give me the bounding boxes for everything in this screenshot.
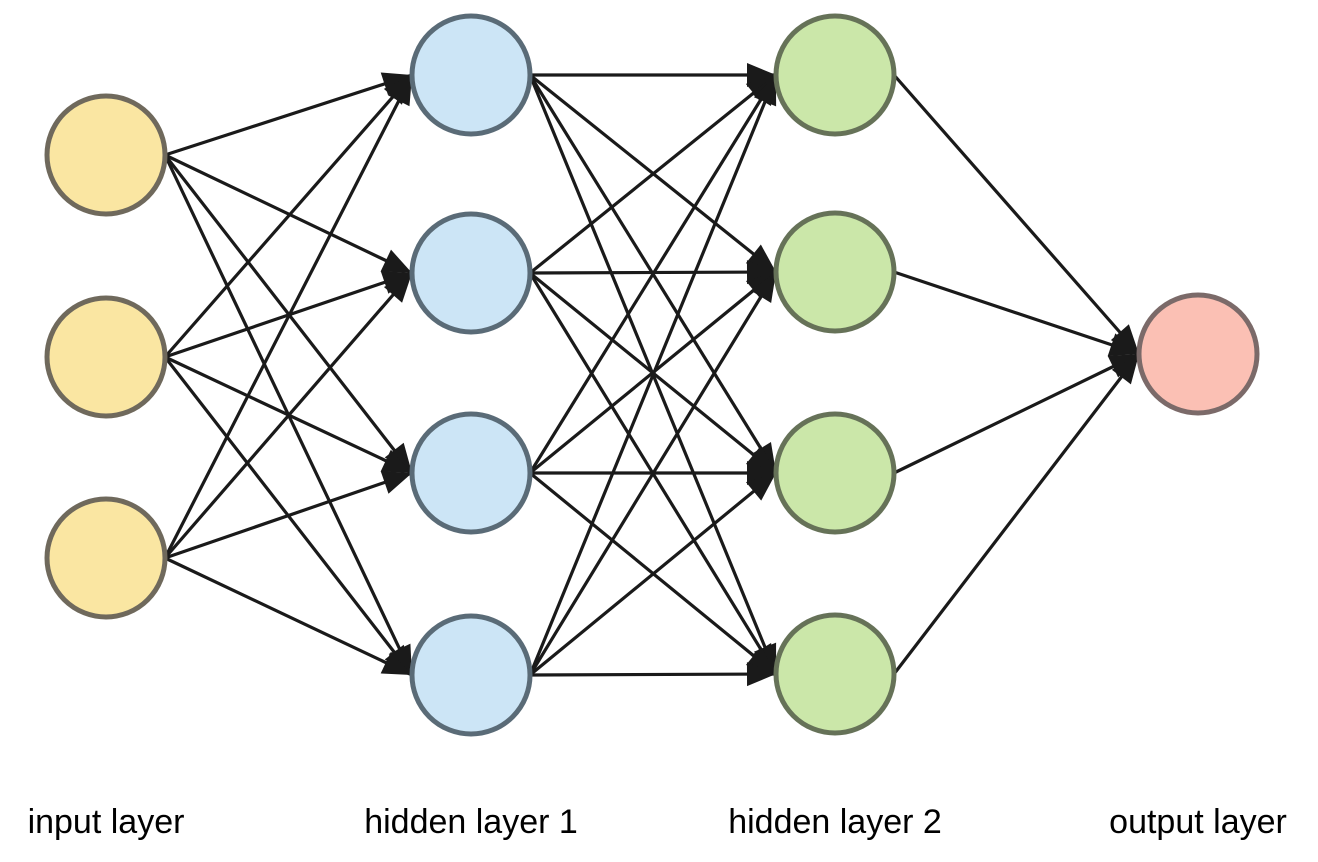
edge-hidden-layer-1-4-to-hidden-layer-2-2 [528, 271, 778, 676]
node-input-layer-1 [44, 93, 168, 217]
node-input-layer-2 [44, 295, 168, 419]
arrowhead-hidden-layer-1-4-to-hidden-layer-2-3 [745, 473, 776, 501]
edge-input-layer-1-to-hidden-layer-1-1 [164, 73, 413, 157]
arrowhead-input-layer-3-to-hidden-layer-1-1 [388, 75, 412, 107]
node-input-layer-3 [44, 496, 168, 620]
edge-hidden-layer-2-2-to-output-layer-1 [893, 270, 1140, 356]
node-hidden-layer-1-3 [409, 411, 533, 535]
edge-input-layer-3-to-hidden-layer-1-1 [163, 74, 414, 559]
label-output-layer: output layer [1109, 803, 1287, 841]
node-hidden-layer-2-3 [773, 411, 897, 535]
arrowhead-input-layer-2-to-hidden-layer-1-4 [384, 644, 412, 675]
arrowhead-hidden-layer-1-4-to-hidden-layer-2-2 [750, 272, 776, 304]
arrowhead-hidden-layer-2-1-to-output-layer-1 [1110, 324, 1139, 354]
edge-input-layer-3-to-hidden-layer-1-4 [164, 556, 413, 677]
edge-input-layer-3-to-hidden-layer-1-2 [163, 271, 414, 560]
arrowheads-group [380, 63, 1139, 687]
label-input-layer: input layer [27, 803, 185, 841]
arrowhead-hidden-layer-1-3-to-hidden-layer-2-3 [747, 461, 776, 485]
label-hidden-layer-2: hidden layer 2 [728, 803, 942, 841]
arrowhead-hidden-layer-1-4-to-hidden-layer-2-4 [746, 662, 776, 687]
arrowhead-hidden-layer-1-2-to-hidden-layer-2-2 [746, 260, 776, 285]
nodes-group [44, 13, 1260, 737]
edge-input-layer-3-to-hidden-layer-1-3 [164, 471, 413, 560]
arrowhead-input-layer-1-to-hidden-layer-1-2 [380, 249, 412, 273]
arrowhead-hidden-layer-2-2-to-output-layer-1 [1107, 333, 1139, 357]
arrowhead-input-layer-3-to-hidden-layer-1-2 [383, 273, 412, 303]
edge-hidden-layer-2-1-to-output-layer-1 [892, 73, 1141, 356]
arrowhead-input-layer-1-to-hidden-layer-1-3 [384, 442, 412, 473]
edge-hidden-layer-1-4-to-hidden-layer-2-1 [528, 74, 778, 676]
arrowhead-hidden-layer-1-1-to-hidden-layer-2-1 [747, 63, 776, 87]
edge-hidden-layer-2-3-to-output-layer-1 [893, 352, 1140, 475]
edge-input-layer-2-to-hidden-layer-1-1 [163, 73, 414, 359]
edge-hidden-layer-2-4-to-output-layer-1 [892, 353, 1141, 675]
node-hidden-layer-2-1 [773, 13, 897, 137]
edges-group [163, 73, 1141, 677]
edge-hidden-layer-1-2-to-hidden-layer-2-1 [528, 73, 778, 275]
node-output-layer-1 [1136, 292, 1260, 416]
label-hidden-layer-1: hidden layer 1 [364, 803, 578, 841]
arrowhead-hidden-layer-2-4-to-output-layer-1 [1111, 354, 1139, 385]
node-hidden-layer-1-4 [409, 613, 533, 737]
arrowhead-input-layer-3-to-hidden-layer-1-4 [380, 651, 412, 675]
node-hidden-layer-1-2 [409, 211, 533, 335]
node-hidden-layer-1-1 [409, 13, 533, 137]
node-hidden-layer-2-4 [773, 612, 897, 736]
edge-hidden-layer-1-3-to-hidden-layer-2-1 [528, 74, 778, 474]
arrowhead-input-layer-2-to-hidden-layer-1-3 [380, 449, 412, 473]
node-hidden-layer-2-2 [773, 210, 897, 334]
edge-hidden-layer-1-4-to-hidden-layer-2-3 [528, 471, 778, 677]
arrowhead-input-layer-3-to-hidden-layer-1-3 [380, 471, 412, 494]
edge-hidden-layer-1-4-to-hidden-layer-2-4 [529, 672, 777, 677]
arrowhead-hidden-layer-1-4-to-hidden-layer-2-1 [753, 75, 777, 107]
